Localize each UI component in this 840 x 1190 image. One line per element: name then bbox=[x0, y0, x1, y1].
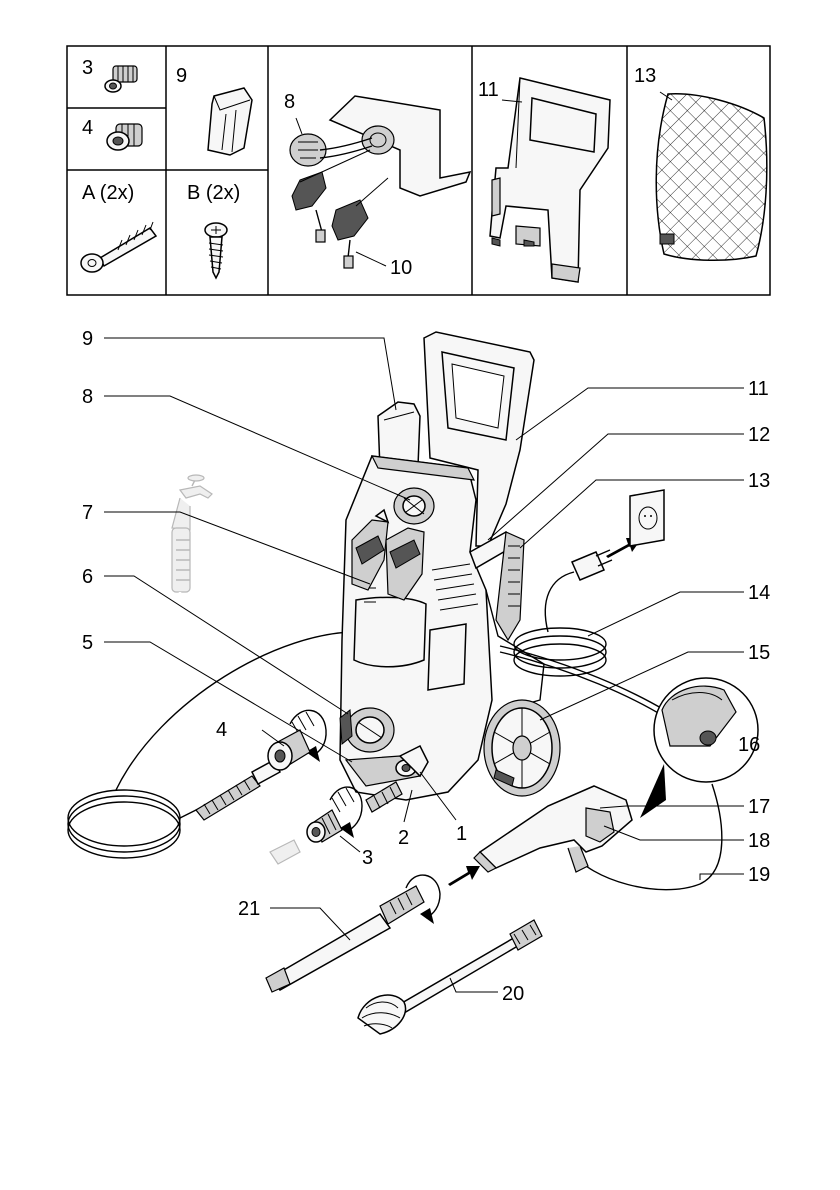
callout-15: 15 bbox=[748, 642, 770, 664]
part-11-handle: 11 bbox=[478, 77, 611, 283]
callout-7: 7 bbox=[82, 502, 93, 524]
label-10: 10 bbox=[390, 257, 412, 279]
callout-14: 14 bbox=[748, 582, 770, 604]
part-9-cable-hook: 9 bbox=[176, 65, 253, 156]
callout-lines bbox=[104, 337, 744, 993]
wheel bbox=[483, 699, 561, 797]
callout-19: 19 bbox=[748, 864, 770, 886]
callout-17: 17 bbox=[748, 796, 770, 818]
label-8: 8 bbox=[284, 91, 295, 113]
callout-8: 8 bbox=[82, 386, 93, 408]
callout-2: 2 bbox=[398, 827, 409, 849]
label-3: 3 bbox=[82, 57, 93, 79]
coupling-icon bbox=[104, 65, 138, 93]
rotate-arrow-icon bbox=[329, 786, 363, 838]
spray-gun bbox=[473, 785, 633, 873]
coupling-icon bbox=[106, 123, 143, 151]
part-4-hose-coupling: 4 bbox=[82, 117, 143, 151]
coupling-icon bbox=[306, 809, 343, 843]
part-b-screw: B (2x) bbox=[187, 182, 240, 280]
label-4: 4 bbox=[82, 117, 93, 139]
label-13: 13 bbox=[634, 65, 656, 87]
high-pressure-hose-coil bbox=[67, 631, 361, 859]
label-9: 9 bbox=[176, 65, 187, 87]
callout-5: 5 bbox=[82, 632, 93, 654]
part-13-storage-net: 13 bbox=[634, 65, 768, 261]
screw-icon bbox=[204, 222, 228, 280]
tap-icon bbox=[171, 474, 301, 865]
wall-socket-icon bbox=[629, 489, 665, 547]
accessory-panel: 3 4 A (2x) bbox=[66, 45, 771, 296]
part-8-10-bracket: 8 10 bbox=[284, 91, 472, 279]
callout-11: 11 bbox=[748, 378, 769, 400]
label-b: B (2x) bbox=[187, 182, 240, 204]
power-cord bbox=[513, 489, 665, 677]
label-a: A (2x) bbox=[82, 182, 134, 204]
dowel-icon bbox=[80, 221, 158, 273]
rotate-arrow-icon bbox=[405, 874, 441, 924]
part-a-dowel: A (2x) bbox=[80, 182, 158, 273]
callout-9: 9 bbox=[82, 328, 93, 350]
callout-1: 1 bbox=[456, 823, 467, 845]
callouts: 9 8 7 6 5 4 11 12 13 14 15 16 17 18 19 2… bbox=[82, 328, 770, 1005]
callout-16: 16 bbox=[738, 734, 760, 756]
push-arrow-icon bbox=[448, 866, 480, 886]
callout-6: 6 bbox=[82, 566, 93, 588]
callout-20: 20 bbox=[502, 983, 524, 1005]
callout-4: 4 bbox=[216, 719, 227, 741]
detail-zoom bbox=[640, 677, 759, 818]
callout-18: 18 bbox=[748, 830, 770, 852]
coupling-icon bbox=[267, 729, 311, 771]
part-3-coupling: 3 bbox=[82, 57, 138, 93]
callout-12: 12 bbox=[748, 424, 770, 446]
spray-lance-21 bbox=[265, 885, 425, 993]
callout-21: 21 bbox=[238, 898, 260, 920]
label-11: 11 bbox=[478, 79, 499, 101]
callout-13: 13 bbox=[748, 470, 770, 492]
callout-3: 3 bbox=[362, 847, 373, 869]
spray-lance-20 bbox=[357, 919, 543, 1035]
main-assembly bbox=[67, 331, 759, 1035]
